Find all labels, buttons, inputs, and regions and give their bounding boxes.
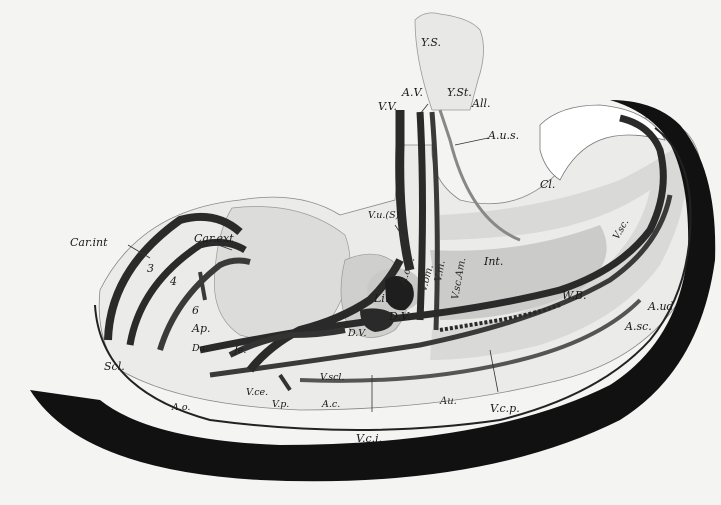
label-vci: V.c.i. bbox=[356, 432, 382, 445]
label-da: Da. bbox=[191, 343, 208, 354]
label-wb: W.B. bbox=[562, 289, 586, 302]
label-av: A.V. bbox=[401, 86, 423, 99]
label-3: 3 bbox=[147, 262, 154, 275]
label-4: 4 bbox=[169, 275, 177, 288]
label-vv: V.V. bbox=[378, 100, 397, 113]
label-vus: V.u.(S) bbox=[368, 210, 400, 221]
label-scl: Scl. bbox=[104, 360, 125, 373]
label-aus: A.u.s. bbox=[487, 129, 519, 142]
label-ap: Ap. bbox=[191, 322, 210, 335]
label-vp: V.p. bbox=[272, 399, 289, 410]
label-vce: V.ce. bbox=[246, 387, 268, 398]
label-au: Au. bbox=[439, 396, 457, 407]
label-ac: A.c. bbox=[321, 399, 340, 410]
label-vcp: V.c.p. bbox=[490, 402, 520, 415]
label-asc: A.sc. bbox=[624, 320, 652, 333]
label-all: All. bbox=[471, 97, 490, 110]
label-aud: A.ud. bbox=[647, 300, 677, 313]
label-ao: A.o. bbox=[171, 402, 190, 413]
label-int: Int. bbox=[483, 255, 503, 268]
label-dv: D.V. bbox=[388, 310, 410, 323]
label-je: Je. bbox=[232, 345, 246, 356]
label-ys: Y.S. bbox=[421, 36, 441, 49]
label-cl: Cl. bbox=[540, 178, 555, 191]
label-vscl: V.scl. bbox=[320, 372, 344, 383]
label-carint: Car.int bbox=[70, 236, 108, 249]
label-yst: Y.St. bbox=[447, 86, 472, 99]
label-li: Li. bbox=[373, 292, 388, 305]
label-carext: Car.ext bbox=[194, 232, 234, 245]
label-6: 6 bbox=[192, 304, 199, 317]
label-dv-2: D.V. bbox=[347, 328, 367, 339]
